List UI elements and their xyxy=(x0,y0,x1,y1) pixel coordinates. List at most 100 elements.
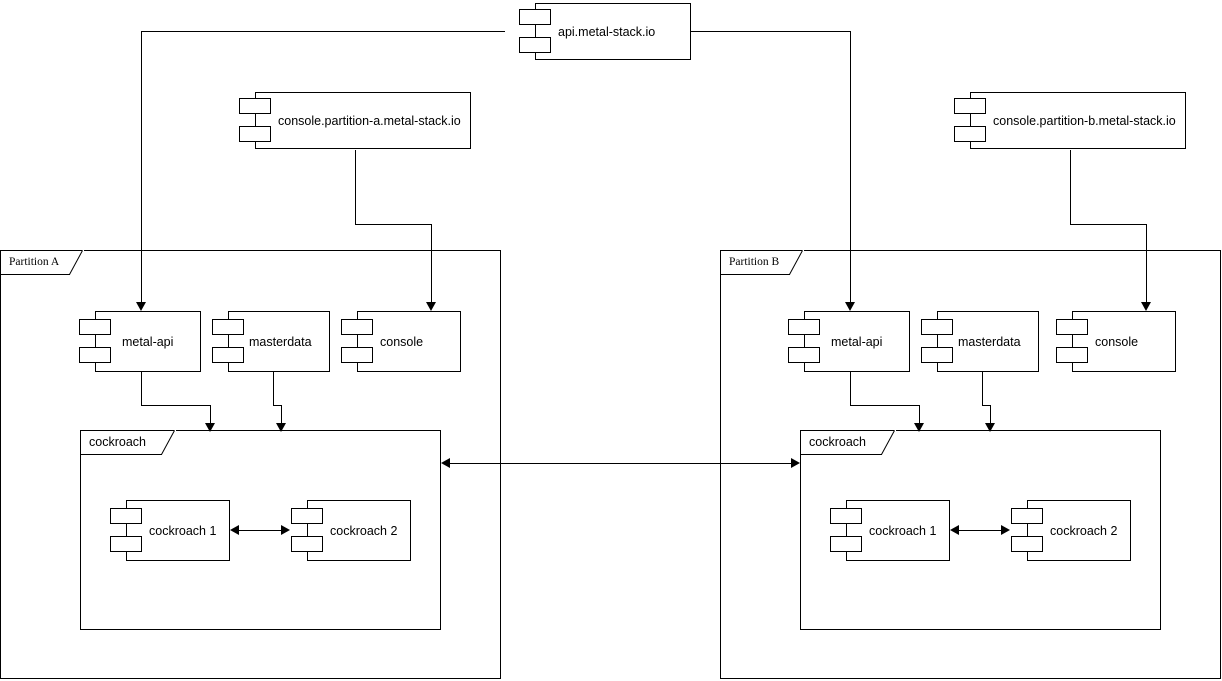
component-console-b[interactable]: console xyxy=(1072,311,1176,372)
component-cockroach-1-a-spine xyxy=(126,516,127,545)
component-cockroach-2-a-tab-upper xyxy=(291,508,323,524)
connector-masterdata-a-cockroach-h xyxy=(273,405,282,406)
component-api-spine xyxy=(535,17,536,46)
cockroach-frame-a: cockroach xyxy=(80,430,441,630)
arrowhead-replication-left xyxy=(441,458,450,468)
component-console-b-label: console xyxy=(1095,334,1139,349)
arrowhead-metalapi-b-cockroach xyxy=(914,423,924,432)
component-console-a-tab-lower xyxy=(341,347,373,363)
component-metal-api-b[interactable]: metal-api xyxy=(804,311,910,372)
connector-cockroach-replication xyxy=(445,463,797,464)
arrowhead-masterdata-a-cockroach xyxy=(276,423,286,432)
arrowhead-cockroach-b-pair-right xyxy=(1001,525,1010,535)
component-cockroach-1-a-tab-upper xyxy=(110,508,142,524)
connector-api-to-metal-api-a-v xyxy=(141,31,142,304)
connector-console-a-v2 xyxy=(431,224,432,304)
component-metal-api-a-tab-upper xyxy=(79,319,111,335)
component-masterdata-a-tab-lower xyxy=(212,347,244,363)
component-metal-api-b-spine xyxy=(804,327,805,356)
component-masterdata-b[interactable]: masterdata xyxy=(937,311,1039,372)
component-cockroach-2-b-label: cockroach 2 xyxy=(1050,523,1118,538)
component-metal-api-a-tab-lower xyxy=(79,347,111,363)
component-cockroach-2-a-label: cockroach 2 xyxy=(330,523,398,538)
component-console-a-top-tab-lower xyxy=(239,126,271,142)
partition-b-tab: Partition B xyxy=(720,250,804,275)
connector-cockroach-b-pair xyxy=(954,530,1007,531)
component-metal-api-a[interactable]: metal-api xyxy=(95,311,201,372)
cockroach-b-tab: cockroach xyxy=(800,430,896,455)
component-cockroach-2-a-spine xyxy=(307,516,308,545)
connector-masterdata-a-cockroach-v1 xyxy=(273,372,274,406)
cockroach-a-tab-body xyxy=(80,430,162,455)
component-masterdata-b-tab-upper xyxy=(921,319,953,335)
component-api-metal-stack-io[interactable]: api.metal-stack.io xyxy=(535,3,691,60)
component-cockroach-2-a[interactable]: cockroach 2 xyxy=(307,500,411,561)
component-metal-api-a-label: metal-api xyxy=(122,334,174,349)
cockroach-b-label: cockroach xyxy=(809,435,866,449)
component-console-b-top-spine xyxy=(970,106,971,135)
component-masterdata-a-spine xyxy=(228,327,229,356)
partition-a-tab-slant xyxy=(69,250,83,275)
component-masterdata-b-label: masterdata xyxy=(958,334,1021,349)
connector-metalapi-a-cockroach-v1 xyxy=(141,372,142,406)
component-cockroach-1-a[interactable]: cockroach 1 xyxy=(126,500,230,561)
component-console-partition-b-label: console.partition-b.metal-stack.io xyxy=(993,113,1176,128)
component-console-a-top-tab-upper xyxy=(239,98,271,114)
arrowhead-api-to-metal-api-a xyxy=(136,302,146,311)
component-masterdata-a-tab-upper xyxy=(212,319,244,335)
arrowhead-cockroach-b-pair-left xyxy=(950,525,959,535)
connector-metalapi-a-cockroach-v2 xyxy=(210,405,211,425)
component-metal-api-b-tab-upper xyxy=(788,319,820,335)
component-console-partition-a[interactable]: console.partition-a.metal-stack.io xyxy=(255,92,471,149)
arrowhead-console-b xyxy=(1141,302,1151,311)
component-console-b-tab-upper xyxy=(1056,319,1088,335)
connector-metalapi-b-cockroach-h xyxy=(850,405,920,406)
connector-metalapi-b-cockroach-v1 xyxy=(850,372,851,406)
component-cockroach-2-b-tab-lower xyxy=(1011,536,1043,552)
component-cockroach-1-b-label: cockroach 1 xyxy=(869,523,937,538)
component-cockroach-1-b-tab-lower xyxy=(830,536,862,552)
component-console-b-top-tab-lower xyxy=(954,126,986,142)
component-console-a-top-spine xyxy=(255,106,256,135)
cockroach-a-label: cockroach xyxy=(89,435,146,449)
partition-b-tab-body xyxy=(720,250,790,275)
cockroach-frame-b: cockroach xyxy=(800,430,1161,630)
partition-a-tab-body xyxy=(0,250,70,275)
partition-a-tab: Partition A xyxy=(0,250,84,275)
component-cockroach-1-a-tab-lower xyxy=(110,536,142,552)
component-cockroach-2-b[interactable]: cockroach 2 xyxy=(1027,500,1131,561)
component-cockroach-2-b-tab-upper xyxy=(1011,508,1043,524)
connector-console-a-v1 xyxy=(355,150,356,224)
component-cockroach-1-b[interactable]: cockroach 1 xyxy=(846,500,950,561)
component-metal-api-a-spine xyxy=(95,327,96,356)
cockroach-b-tab-slant xyxy=(881,430,895,455)
component-masterdata-a[interactable]: masterdata xyxy=(228,311,330,372)
partition-b-label: Partition B xyxy=(729,256,780,268)
component-console-b-spine xyxy=(1072,327,1073,356)
connector-cockroach-a-pair xyxy=(234,530,287,531)
connector-masterdata-a-cockroach-v2 xyxy=(281,405,282,425)
component-console-partition-a-label: console.partition-a.metal-stack.io xyxy=(278,113,461,128)
component-metal-api-b-label: metal-api xyxy=(831,334,883,349)
component-cockroach-1-b-tab-upper xyxy=(830,508,862,524)
cockroach-b-tab-body xyxy=(800,430,882,455)
cockroach-a-tab: cockroach xyxy=(80,430,176,455)
connector-console-a-h xyxy=(355,224,432,225)
partition-b-tab-slant xyxy=(789,250,803,275)
connector-metalapi-b-cockroach-v2 xyxy=(919,405,920,425)
component-cockroach-1-b-spine xyxy=(846,516,847,545)
partition-b-frame: Partition B xyxy=(720,250,1221,679)
component-console-partition-b[interactable]: console.partition-b.metal-stack.io xyxy=(970,92,1186,149)
arrowhead-masterdata-b-cockroach xyxy=(985,423,995,432)
arrowhead-metalapi-a-cockroach xyxy=(205,423,215,432)
component-api-tab-lower xyxy=(519,37,551,53)
component-cockroach-1-a-label: cockroach 1 xyxy=(149,523,217,538)
component-api-metal-stack-io-label: api.metal-stack.io xyxy=(558,24,656,39)
component-console-a-label: console xyxy=(380,334,424,349)
component-metal-api-b-tab-lower xyxy=(788,347,820,363)
component-console-a[interactable]: console xyxy=(357,311,461,372)
connector-api-to-metal-api-b-v xyxy=(850,31,851,304)
connector-metalapi-a-cockroach-h xyxy=(141,405,211,406)
component-console-a-tab-upper xyxy=(341,319,373,335)
